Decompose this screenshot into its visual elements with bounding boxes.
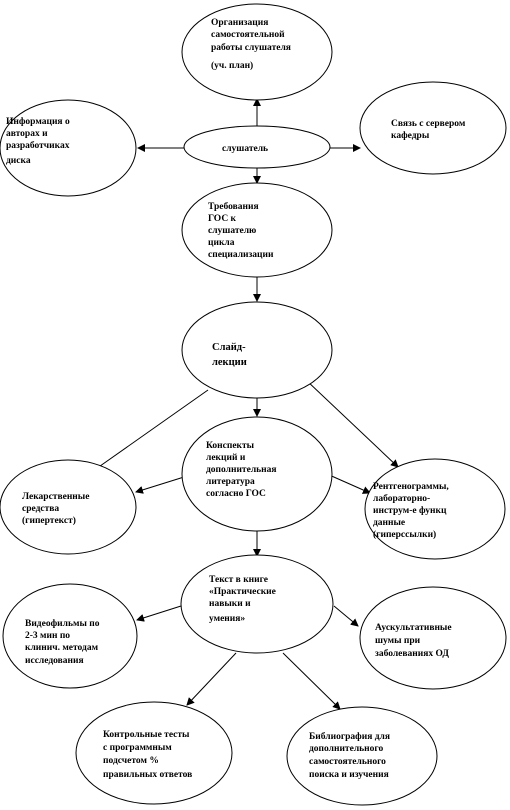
label-drugs: Лекарственные средства (гипертекст) (22, 492, 92, 526)
label-gos: Требования ГОС к слушателю цикла специал… (208, 201, 274, 260)
label-line: авторах и (6, 129, 48, 139)
label-line: кафедры (391, 130, 430, 141)
label-line: с программным (103, 743, 172, 753)
label-line: лекции (212, 357, 247, 368)
node-student (183, 125, 331, 169)
label-line: самостоятельного (309, 757, 386, 767)
label-line: Конспекты (206, 441, 255, 451)
label-line: подсчетом % (103, 756, 159, 766)
label-line: Организация (211, 18, 268, 28)
label-line: правильных ответов (103, 770, 192, 780)
label-line: лабораторно- (373, 493, 430, 504)
label-line: Контрольные тесты (103, 730, 190, 740)
node-textbook (180, 554, 334, 654)
label-auscult: Аускультативные шумы при заболеваниях ОД (375, 623, 454, 659)
label-line: согласно ГОС (206, 489, 266, 499)
label-student: слушатель (222, 144, 268, 154)
label-line: разработчиках (6, 140, 70, 151)
label-line: поиска и изучения (309, 770, 389, 780)
label-xray: Рентгенограммы, лабораторно- инструм-е ф… (373, 482, 451, 540)
label-line: Требования (208, 201, 259, 212)
label-line: навыки и (209, 599, 251, 609)
label-line: 2-3 мин по (25, 631, 70, 641)
label-line: ГОС к (208, 214, 237, 224)
label-line: слушателю (208, 226, 256, 236)
label-line: цикла (208, 238, 235, 248)
label-line: Слайд- (212, 342, 246, 353)
label-line: работы слушателя (211, 42, 291, 53)
label-tests: Контрольные тесты с программным подсчето… (103, 730, 192, 780)
edge-textbook-bibliography (282, 652, 341, 710)
label-line: самостоятельной (211, 29, 285, 40)
label-bibliography: Библиография для дополнительного самосто… (309, 731, 392, 780)
label-line: Лекарственные (22, 492, 89, 502)
node-slides (181, 301, 333, 399)
label-line: лекций и (206, 452, 246, 463)
node-tests (75, 701, 233, 805)
label-line: «Практические (209, 587, 276, 597)
label-line: Информация о (6, 116, 70, 127)
edge-conspects-drugs (135, 476, 185, 494)
node-info-authors (0, 99, 137, 197)
label-line: Библиография для (309, 731, 390, 742)
label-slides: Слайд- лекции (212, 342, 248, 368)
label-line: данные (373, 518, 405, 528)
node-drugs (0, 459, 137, 555)
label-line: диска (6, 156, 31, 166)
label-line: Аускультативные (375, 623, 452, 633)
label-line: (гиперссылки) (373, 529, 436, 540)
label-organization: Организация самостоятельной работы слуша… (211, 18, 293, 71)
node-bibliography (286, 706, 438, 806)
label-line: (уч. план) (211, 60, 253, 71)
label-line: специализации (208, 250, 274, 260)
label-info-authors: Информация о авторах и разработчиках дис… (6, 116, 72, 166)
label-line: Видеофильмы по (25, 618, 100, 629)
label-line: инструм-е функц (373, 505, 447, 516)
node-xray (364, 458, 506, 560)
edge-slides-drugs (92, 389, 209, 472)
label-textbook: Текст в книге «Практические навыки и уме… (209, 575, 278, 624)
label-line: слушатель (222, 144, 268, 154)
node-server (359, 81, 507, 175)
node-gos (181, 182, 333, 278)
node-auscult (359, 586, 507, 690)
label-line: Текст в книге (209, 575, 268, 585)
label-conspects: Конспекты лекций и дополнительная литера… (206, 441, 279, 499)
edge-textbook-video (136, 605, 182, 622)
edge-textbook-tests (186, 652, 237, 706)
edge-textbook-auscult (333, 605, 359, 627)
label-line: (гипертекст) (22, 515, 76, 526)
label-line: исследования (25, 656, 84, 666)
label-line: литература (206, 477, 255, 487)
label-line: шумы при (375, 636, 421, 646)
node-organization (181, 3, 333, 101)
label-line: дополнительного (309, 744, 383, 754)
edge-slides-xray (305, 379, 399, 468)
node-video (2, 583, 138, 689)
label-server: Связь с сервером кафедры (391, 119, 468, 141)
label-line: средства (22, 504, 59, 514)
label-video: Видеофильмы по 2-3 мин по клинич. метода… (25, 618, 102, 666)
node-conspects (181, 416, 333, 532)
label-line: заболеваниях ОД (375, 648, 449, 659)
label-line: умения» (209, 614, 245, 624)
label-line: Рентгенограммы, (373, 482, 449, 492)
label-line: дополнительная (206, 465, 277, 475)
label-line: Связь с сервером (391, 119, 466, 129)
label-line: клинич. методам (25, 643, 99, 653)
